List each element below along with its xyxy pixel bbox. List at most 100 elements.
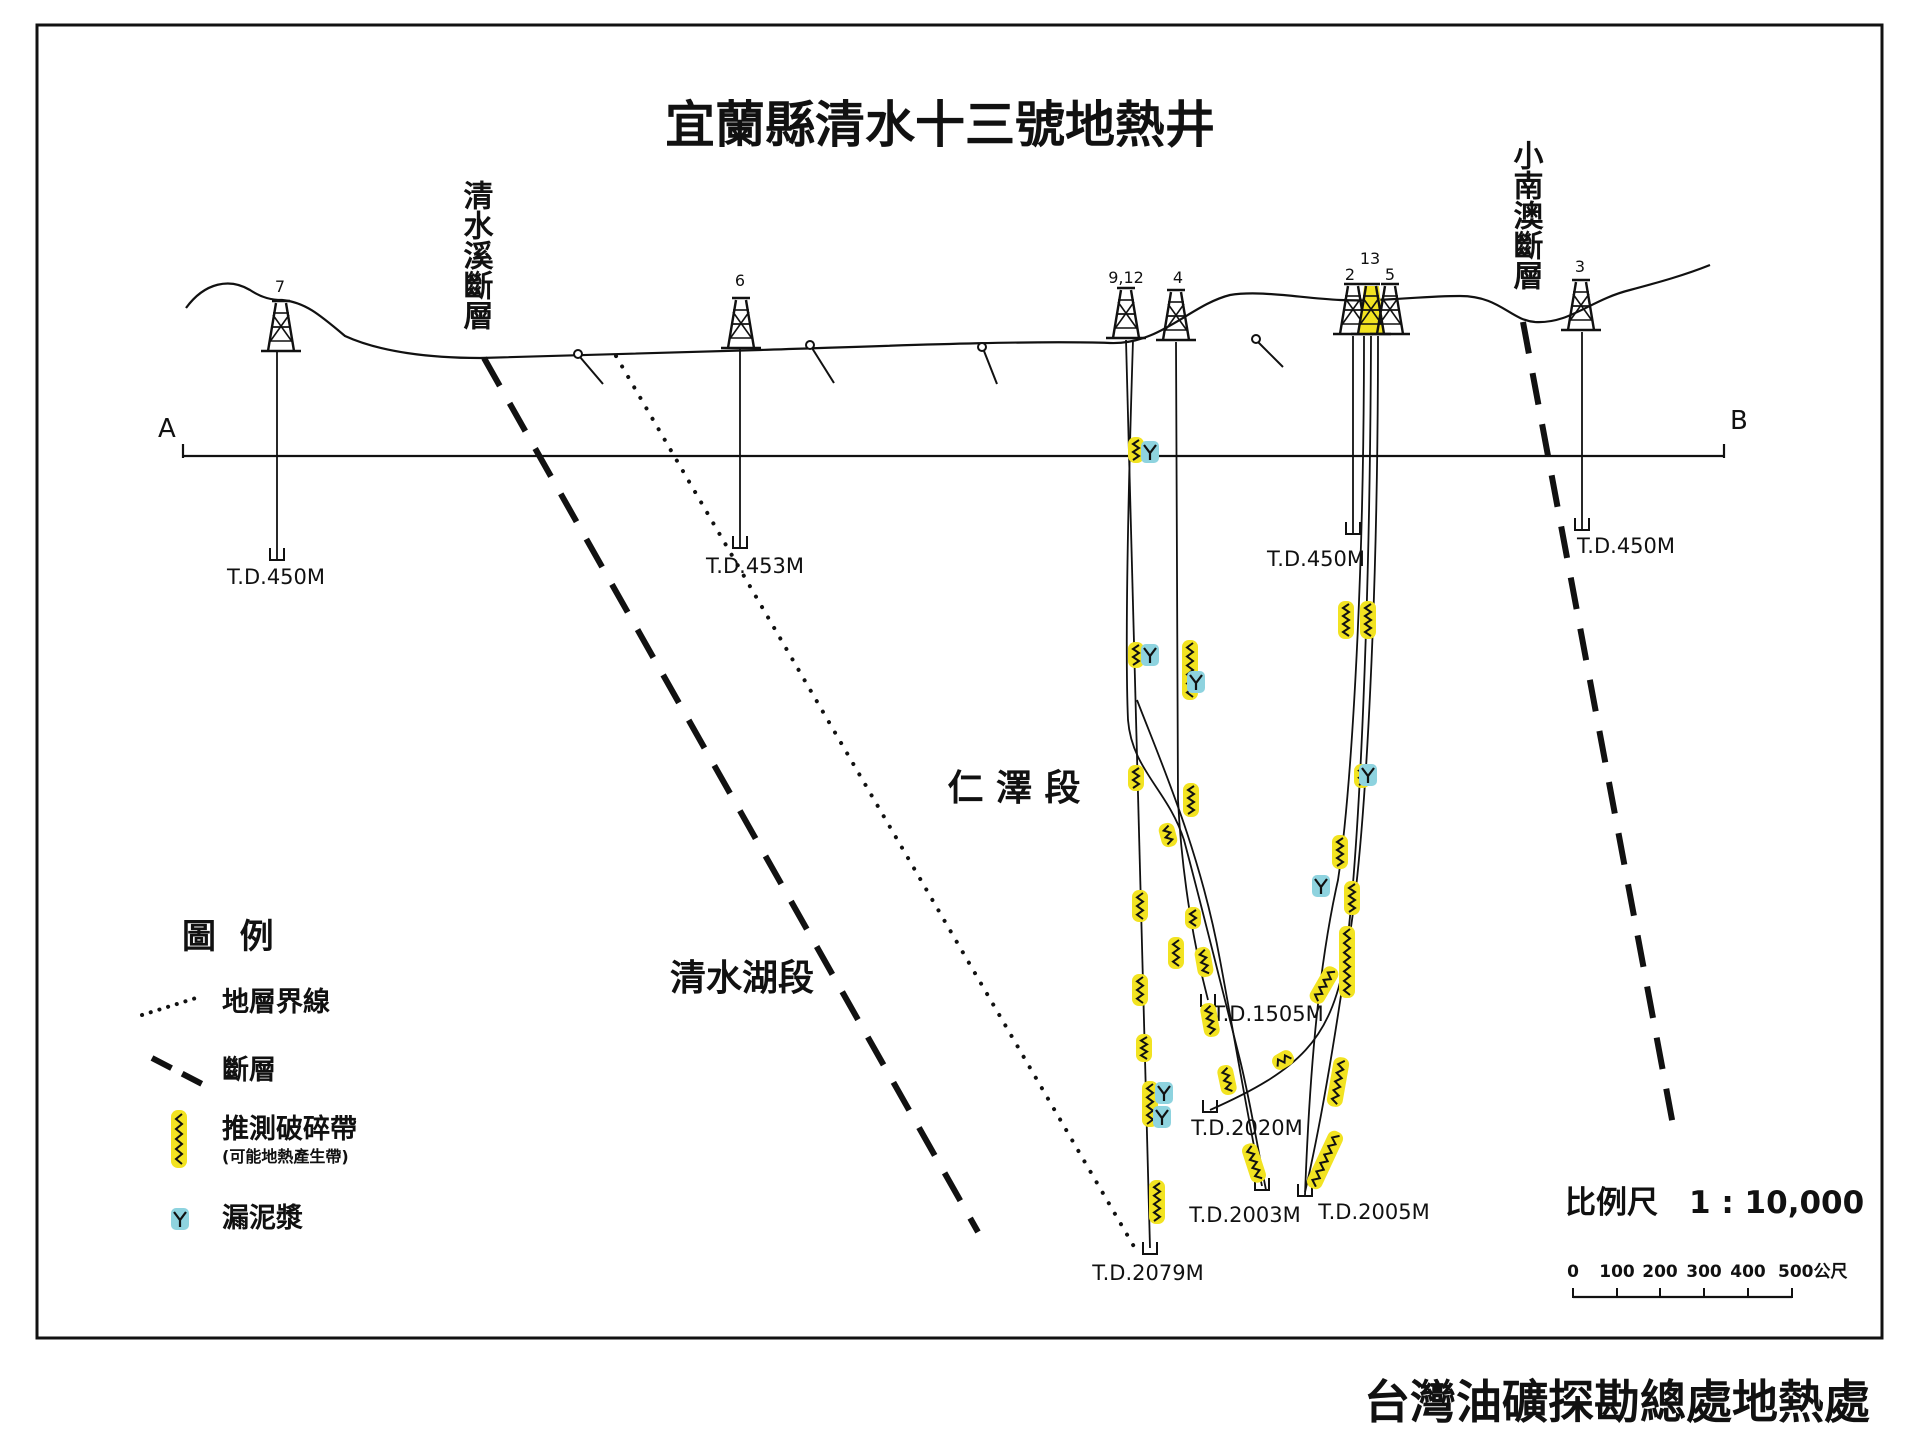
fault-label-xiaonanao: 小南澳斷層 [1508, 140, 1544, 290]
mud-loss-mark [1359, 764, 1377, 786]
map-frame [35, 23, 1884, 1340]
fracture-zone-mark [1217, 1064, 1237, 1096]
dip-marker [573, 349, 583, 359]
legend-title: 圖 例 [182, 917, 274, 957]
fracture-zone-mark [1128, 765, 1144, 791]
dip-marker [977, 342, 987, 352]
scale-label: 比例尺 1 : 10,000 [1565, 1185, 1864, 1221]
fracture-zone-mark [1332, 835, 1348, 869]
fault-line-qingshuixi [481, 356, 981, 1234]
fracture-zone-mark [1306, 1130, 1344, 1190]
well-number: 4 [1173, 268, 1183, 287]
total-depth-label: T.D.2079M [1091, 1261, 1203, 1285]
section-label-a: A [158, 414, 176, 444]
legend-symbol-dashed-line [150, 1055, 206, 1088]
dip-marker [1251, 334, 1261, 344]
scale-tick-label: 500公尺 [1778, 1262, 1848, 1282]
drill-rig-icon [259, 299, 303, 353]
fracture-zone-mark [1360, 601, 1376, 639]
fault-line-xiaonanao [1520, 321, 1676, 1126]
dip-marker [1257, 341, 1284, 368]
scale-tick-label: 300 [1686, 1262, 1722, 1282]
scale-tick-label: 0 [1567, 1262, 1579, 1282]
mud-loss-mark [1312, 875, 1330, 897]
legend-note: (可能地熱產生帶) [222, 1147, 349, 1166]
drill-rig-icon [1104, 286, 1148, 340]
fracture-zone-mark [1132, 974, 1148, 1006]
mud-loss-mark [1153, 1106, 1171, 1128]
fracture-zone-mark [1149, 1180, 1165, 1224]
fracture-zone-mark [1132, 890, 1148, 922]
legend-symbol-dotted-line [140, 996, 198, 1017]
well-number: 2 [1345, 265, 1355, 284]
legend: 圖 例 地層界線 斷層 推測破碎帶 (可能地熱產生帶) 漏泥漿 [140, 917, 357, 1234]
total-depth-label: T.D.450M [226, 565, 325, 589]
legend-symbol-y-mark [171, 1208, 189, 1230]
fracture-zone-mark [1194, 946, 1214, 978]
drill-rig-icon [1154, 288, 1198, 342]
well-number: 5 [1385, 265, 1395, 284]
dip-markers [573, 334, 1284, 385]
well-group-2-13-5: 2 13 5 T.D.450M T.D.2020M T.D.2003M T.D.… [1136, 249, 1430, 1227]
scale-tick-label: 200 [1642, 1262, 1678, 1282]
drill-rig-highlighted-icon [1349, 282, 1393, 336]
fracture-zone-mark [1309, 966, 1339, 1004]
well-number: 6 [735, 271, 745, 290]
fracture-zone-mark [1183, 783, 1199, 817]
fault-label-qingshuixi: 清水溪斷層 [458, 180, 494, 330]
well-trace [1175, 341, 1209, 1001]
well-number: 3 [1575, 257, 1585, 276]
fracture-zone-mark [1128, 437, 1144, 463]
fracture-zone-mark [1326, 1057, 1350, 1107]
scale-ticks: 0 100 200 300 400 500公尺 [1567, 1262, 1848, 1298]
agency-footer: 台灣油礦探勘總處地熱處 [1364, 1375, 1870, 1429]
fracture-zone-mark [1128, 642, 1144, 668]
total-depth-label: T.D.2003M [1188, 1203, 1300, 1227]
well-number: 9,12 [1108, 268, 1144, 287]
unit-label-qingshuihu: 清水湖段 [670, 958, 814, 999]
fracture-zone-mark [1168, 937, 1184, 969]
scale-tick-label: 400 [1730, 1262, 1766, 1282]
legend-symbol-zigzag [171, 1110, 187, 1168]
mud-loss-points [1141, 441, 1377, 1128]
fracture-zone-mark [1185, 907, 1201, 929]
legend-label: 推測破碎帶 [222, 1114, 357, 1145]
fracture-zone-mark [1272, 1050, 1294, 1070]
fracture-zone-mark [1158, 822, 1178, 848]
fracture-zone-mark [1339, 926, 1355, 998]
fracture-zone-mark [1338, 601, 1354, 639]
mud-loss-mark [1155, 1082, 1173, 1104]
total-depth-label: T.D.450M [1266, 547, 1365, 571]
scale-tick-label: 100 [1599, 1262, 1635, 1282]
unit-label-renze: 仁 澤 段 [947, 768, 1080, 809]
fracture-zone-mark [1200, 1002, 1220, 1038]
well-trace [1125, 339, 1267, 1191]
dip-marker [579, 356, 604, 385]
dip-marker [811, 347, 835, 384]
mud-loss-mark [1141, 644, 1159, 666]
section-label-b: B [1730, 406, 1748, 436]
well-6: 6 T.D.453M [705, 271, 804, 578]
total-depth-label: T.D.2020M [1190, 1116, 1302, 1140]
ground-surface [185, 263, 1711, 360]
mud-loss-mark [1187, 671, 1205, 693]
well-number: 7 [275, 277, 285, 296]
dip-marker [805, 340, 815, 350]
drill-rig-icon [719, 296, 763, 350]
scale-bar: 比例尺 1 : 10,000 0 100 200 300 400 500公尺 [1565, 1185, 1864, 1299]
total-depth-label: T.D.2005M [1317, 1200, 1429, 1224]
mud-loss-mark [1141, 441, 1159, 463]
legend-label: 地層界線 [222, 986, 330, 1018]
total-depth-label: T.D.453M [705, 554, 804, 578]
well-4: 4 T.D.1505M [1154, 268, 1324, 1026]
fracture-zone-mark [1136, 1034, 1152, 1062]
well-7: 7 T.D.450M [226, 277, 325, 589]
well-trace [1136, 699, 1263, 1187]
td-marker [1202, 1099, 1218, 1113]
fracture-zone-mark [1242, 1143, 1266, 1183]
drill-rig-icon [1559, 278, 1603, 332]
well-trace [1304, 335, 1379, 1193]
legend-label: 漏泥漿 [222, 1203, 303, 1234]
diagram-title: 宜蘭縣清水十三號地熱井 [665, 96, 1215, 154]
